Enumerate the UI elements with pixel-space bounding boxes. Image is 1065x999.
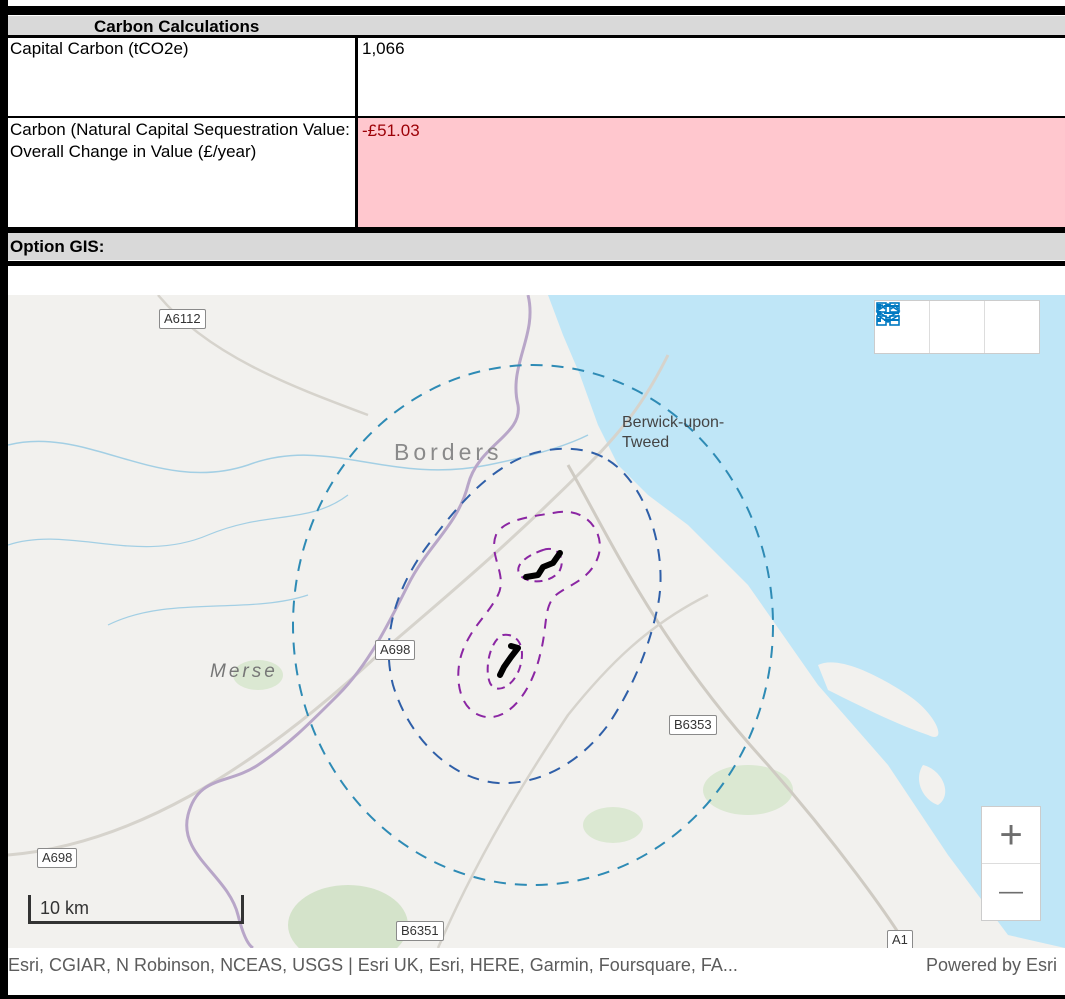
carbon-calculations-header: Carbon Calculations — [8, 16, 1065, 37]
road — [436, 593, 709, 948]
capital-carbon-label: Capital Carbon (tCO2e) — [10, 38, 354, 116]
woodland-patch — [288, 885, 408, 948]
inner-buffer-ring-small — [486, 633, 523, 690]
island — [818, 662, 939, 737]
road-label-a1: A1 — [887, 930, 913, 948]
option-gis-header: Option GIS: — [8, 233, 1065, 260]
woodland-patch — [233, 660, 283, 690]
road-label-b6351: B6351 — [396, 921, 444, 941]
scale-bar-line — [28, 895, 244, 924]
powered-by-esri-link[interactable]: Powered by Esri — [925, 955, 1057, 975]
column-divider — [355, 38, 358, 228]
table-top-border — [0, 6, 1065, 15]
map-attribution-bar: Esri, CGIAR, N Robinson, NCEAS, USGS | E… — [8, 949, 1065, 995]
road — [566, 464, 910, 948]
zoom-out-button[interactable]: — — [982, 863, 1040, 920]
scale-bar: 10 km — [28, 895, 244, 925]
map-attribution-text[interactable]: Esri, CGIAR, N Robinson, NCEAS, USGS | E… — [8, 955, 738, 975]
table-left-border — [0, 0, 8, 999]
place-label-berwick: Berwick-upon- Tweed — [622, 414, 725, 451]
county-border — [185, 295, 532, 948]
island-small — [918, 765, 946, 805]
river — [8, 494, 349, 548]
zoom-out-icon: — — [999, 878, 1023, 905]
basemap-gallery-icon — [876, 302, 900, 326]
woodland-patch — [703, 765, 793, 815]
option-gis-title: Option GIS: — [10, 237, 105, 256]
basemap-gallery-button[interactable] — [876, 301, 1039, 353]
gis-map[interactable]: Borders Berwick-upon- Tweed Merse A6112 … — [8, 295, 1065, 948]
road-label-a6112: A6112 — [159, 309, 206, 329]
river — [107, 594, 309, 626]
inner-buffer-ring — [457, 510, 601, 719]
carbon-calculations-title: Carbon Calculations — [94, 17, 260, 36]
carbon-sequestration-value: -£51.03 — [358, 118, 1065, 227]
road-label-a698: A698 — [37, 848, 78, 868]
carbon-sequestration-label-text: Carbon (Natural Capital Sequestration Va… — [10, 120, 350, 161]
table-bottom-border — [0, 995, 1065, 999]
capital-carbon-value-text: 1,066 — [362, 39, 405, 58]
capital-carbon-value: 1,066 — [362, 38, 1062, 116]
mid-buffer-ring — [387, 447, 662, 785]
zoom-control: + — — [981, 806, 1041, 921]
option-route-north — [523, 550, 563, 580]
option-route-south — [497, 643, 521, 678]
scale-bar-label: 10 km — [40, 898, 90, 918]
road-label-a698: A698 — [375, 640, 416, 660]
road — [8, 354, 670, 857]
carbon-sequestration-value-text: -£51.03 — [362, 121, 420, 140]
row-divider-2 — [0, 116, 1065, 118]
carbon-sequestration-label: Carbon (Natural Capital Sequestration Va… — [10, 119, 354, 225]
road-label-b6353: B6353 — [669, 715, 717, 735]
map-widget-toolbar — [874, 300, 1040, 354]
map-canvas — [8, 295, 1065, 948]
zoom-in-icon: + — [999, 812, 1023, 857]
row-divider-1 — [0, 35, 1065, 38]
outer-buffer-ring — [292, 364, 774, 886]
river — [8, 434, 589, 474]
row-divider-4 — [0, 261, 1065, 266]
layers-icon — [875, 303, 901, 323]
capital-carbon-label-text: Capital Carbon (tCO2e) — [10, 39, 189, 58]
place-label-borders: Borders — [394, 439, 503, 465]
row-divider-3 — [0, 227, 1065, 233]
place-label-merse: Merse — [210, 661, 278, 682]
zoom-in-button[interactable]: + — [982, 807, 1040, 863]
woodland-patch — [583, 807, 643, 843]
layers-button[interactable] — [875, 301, 985, 353]
